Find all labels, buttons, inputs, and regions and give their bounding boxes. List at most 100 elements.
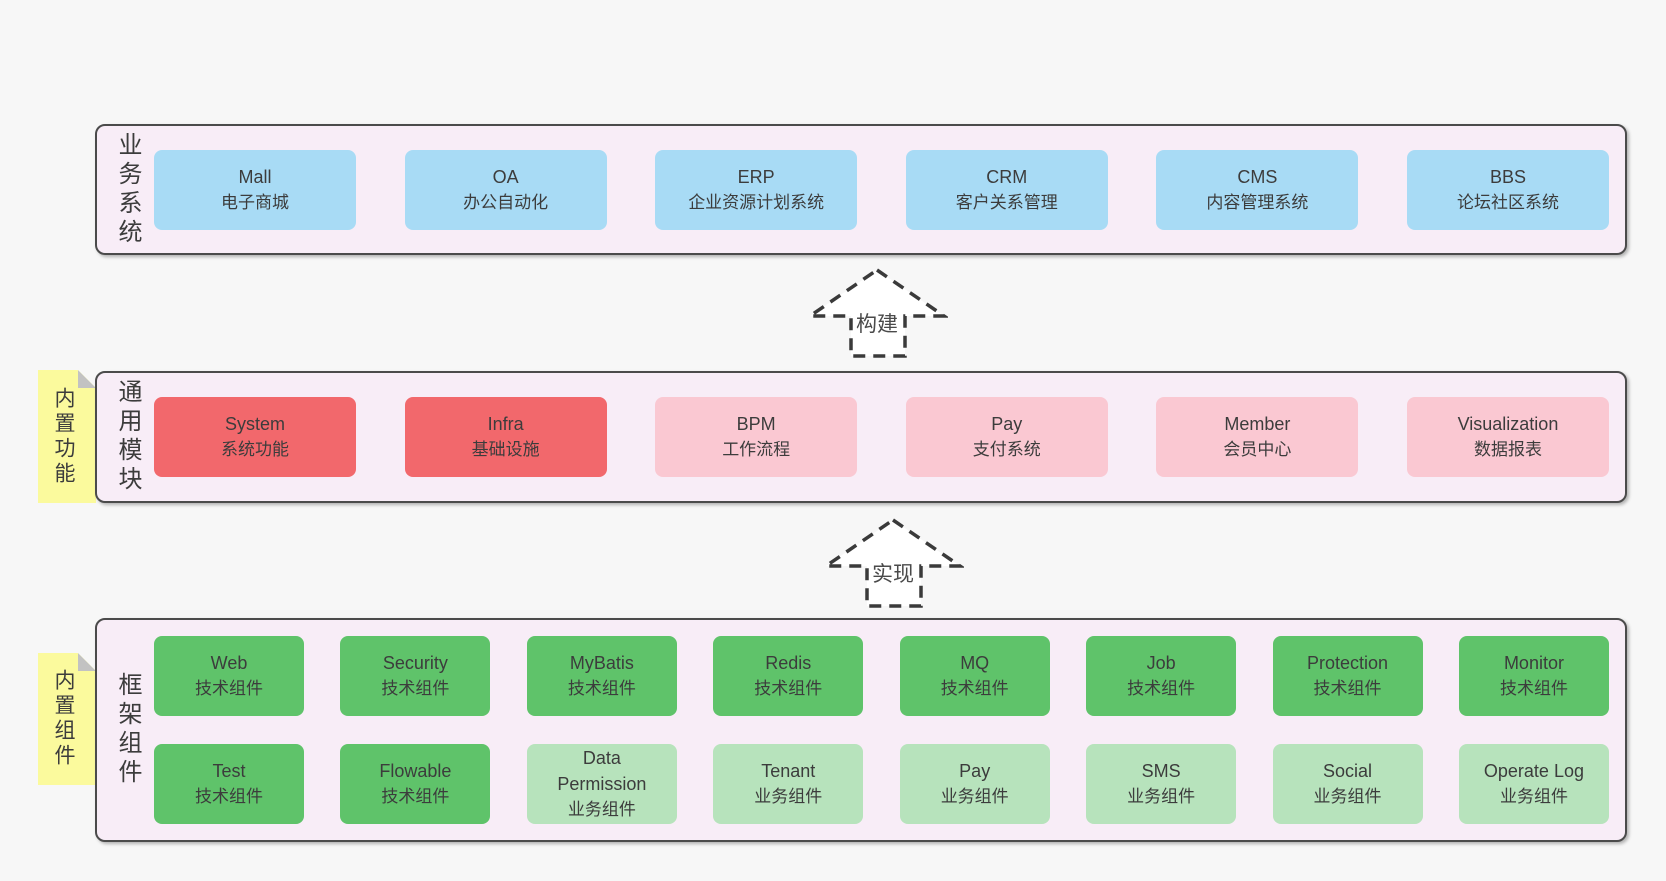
box-subtitle: 业务组件 (1499, 787, 1568, 806)
box-title: Test (212, 761, 246, 781)
module-box-security: Security 技术组件 (340, 636, 491, 716)
box-subtitle: 技术组件 (1499, 679, 1568, 698)
box-subtitle: 办公自动化 (463, 192, 549, 212)
box-title: BPM (736, 414, 776, 434)
box-subtitle: 基础设施 (471, 440, 540, 459)
module-box-sms: SMS 业务组件 (1086, 744, 1237, 824)
box-title: Protection (1307, 653, 1389, 673)
module-box-job: Job 技术组件 (1086, 636, 1237, 716)
box-title: Tenant (761, 761, 816, 781)
box-title: ERP (737, 166, 775, 187)
box-title: Member (1224, 414, 1291, 434)
box-subtitle: 内容管理系统 (1206, 192, 1309, 212)
box-subtitle: 支付系统 (972, 440, 1041, 459)
module-box-mall: Mall 电子商城 (154, 149, 356, 230)
box-subtitle: 业务组件 (940, 787, 1009, 806)
sticky-note-builtin-features: 内置功能 (38, 370, 96, 503)
module-box-member: Member 会员中心 (1156, 397, 1359, 477)
box-subtitle: 技术组件 (381, 679, 450, 698)
box-subtitle: 技术组件 (754, 679, 823, 698)
box-subtitle: 技术组件 (195, 787, 263, 806)
common-modules-boxes: System 系统功能 Infra 基础设施 BPM 工作流程 Pay 支付系统 Member 会… (154, 373, 1625, 501)
box-title: Data Permission (557, 748, 647, 794)
box-subtitle: 技术组件 (567, 679, 636, 698)
business-systems-boxes: Mall 电子商城 OA 办公自动化 ERP 企业资源计划系统 CRM 客户关系管理 CMS 内容… (154, 126, 1625, 253)
box-subtitle: 系统功能 (221, 440, 289, 459)
box-subtitle: 业务组件 (567, 800, 636, 819)
build-arrow: 构建 (806, 266, 948, 360)
box-title: BBS (1489, 166, 1526, 187)
box-title: System (224, 414, 285, 434)
module-box-bpm: BPM 工作流程 (655, 397, 858, 477)
box-title: Operate Log (1483, 761, 1584, 781)
sticky-note-builtin-components: 内置组件 (38, 653, 96, 785)
sticky-note-label: 内置功能 (52, 386, 75, 487)
module-box-pay: Pay 支付系统 (905, 397, 1108, 477)
box-title: CRM (986, 166, 1028, 187)
box-subtitle: 技术组件 (1313, 679, 1382, 698)
box-title: Pay (991, 414, 1023, 434)
module-box-infra: Infra 基础设施 (404, 397, 607, 477)
box-title: Security (382, 653, 448, 673)
box-title: Visualization (1457, 414, 1559, 434)
box-title: Redis (765, 653, 812, 673)
layer-side-label: 框架组件 (114, 672, 141, 788)
build-arrow-label: 构建 (853, 308, 901, 338)
box-subtitle: 业务组件 (1127, 787, 1196, 806)
module-box-bbs: BBS 论坛社区系统 (1406, 149, 1609, 230)
layer-side-label: 通用模块 (114, 379, 141, 495)
folded-corner-icon (78, 653, 96, 671)
box-title: Monitor (1503, 653, 1564, 673)
module-box-operate-log: Operate Log 业务组件 (1458, 744, 1609, 824)
box-subtitle: 论坛社区系统 (1456, 192, 1559, 212)
box-title: Social (1323, 761, 1373, 781)
box-title: Job (1146, 653, 1176, 673)
box-title: CMS (1237, 166, 1278, 187)
module-box-social: Social 业务组件 (1272, 744, 1423, 824)
module-box-cms: CMS 内容管理系统 (1156, 149, 1359, 230)
box-title: Infra (487, 414, 524, 434)
module-box-system: System 系统功能 (154, 397, 356, 477)
box-subtitle: 技术组件 (1127, 679, 1196, 698)
box-subtitle: 企业资源计划系统 (688, 192, 825, 212)
implement-arrow-label: 实现 (869, 558, 917, 588)
module-box-oa: OA 办公自动化 (404, 149, 607, 230)
box-title: MyBatis (569, 653, 634, 673)
box-title: MQ (960, 653, 990, 673)
box-subtitle: 技术组件 (381, 787, 450, 806)
box-subtitle: 业务组件 (1313, 787, 1382, 806)
box-title: OA (492, 166, 519, 187)
layer-business-systems: 业务系统 Mall 电子商城 OA 办公自动化 ERP 企业资源计划系统 CRM 客户关系管理… (95, 124, 1627, 255)
box-subtitle: 数据报表 (1473, 440, 1542, 459)
folded-corner-icon (78, 370, 96, 388)
box-subtitle: 工作流程 (722, 440, 791, 459)
box-row: Mall 电子商城 OA 办公自动化 ERP 企业资源计划系统 CRM 客户关系管理 CMS 内容… (154, 149, 1609, 230)
module-box-test: Test 技术组件 (154, 744, 304, 824)
layer-side-label: 业务系统 (114, 131, 141, 248)
box-subtitle: 电子商城 (221, 192, 289, 212)
module-box-visualization: Visualization 数据报表 (1406, 397, 1609, 477)
module-box-erp: ERP 企业资源计划系统 (655, 149, 858, 230)
box-subtitle: 客户关系管理 (955, 192, 1058, 212)
box-title: Web (210, 653, 248, 673)
box-subtitle: 会员中心 (1223, 440, 1292, 459)
module-box-crm: CRM 客户关系管理 (905, 149, 1108, 230)
box-title: SMS (1141, 761, 1181, 781)
module-box-mybatis: MyBatis 技术组件 (526, 636, 677, 716)
module-box-monitor: Monitor 技术组件 (1458, 636, 1609, 716)
module-box-protection: Protection 技术组件 (1272, 636, 1423, 716)
module-box-redis: Redis 技术组件 (713, 636, 864, 716)
box-title: Mall (238, 166, 272, 187)
implement-arrow: 实现 (822, 516, 964, 610)
module-box-data-permission: Data Permission 业务组件 (526, 744, 677, 824)
